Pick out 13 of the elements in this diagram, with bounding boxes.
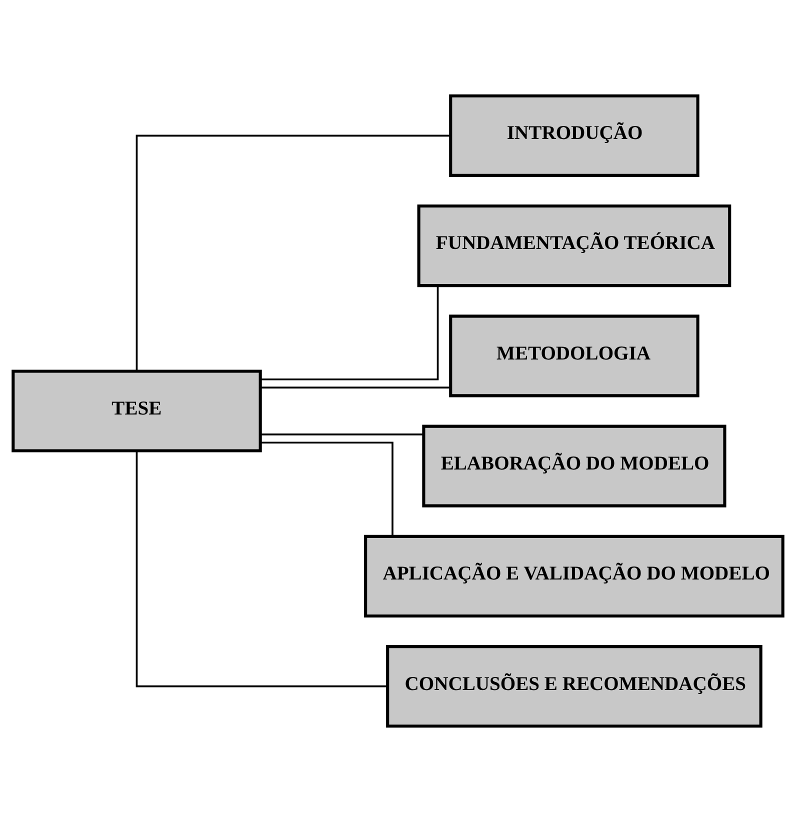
node-box: METODOLOGIA xyxy=(449,314,700,398)
node-box: APLICAÇÃO E VALIDAÇÃO DO MODELO xyxy=(364,534,784,618)
connector xyxy=(136,134,451,371)
node-box: TESE xyxy=(12,370,262,452)
connector xyxy=(260,286,439,380)
connector xyxy=(136,451,388,688)
node-box: INTRODUÇÃO xyxy=(449,94,700,177)
node-box: ELABORAÇÃO DO MODELO xyxy=(422,424,726,508)
connector xyxy=(260,386,451,388)
node-box: FUNDAMENTAÇÃO TEÓRICA xyxy=(417,204,732,288)
node-box: CONCLUSÕES E RECOMENDAÇÕES xyxy=(386,645,762,728)
connector xyxy=(260,434,424,436)
connector xyxy=(260,442,394,536)
